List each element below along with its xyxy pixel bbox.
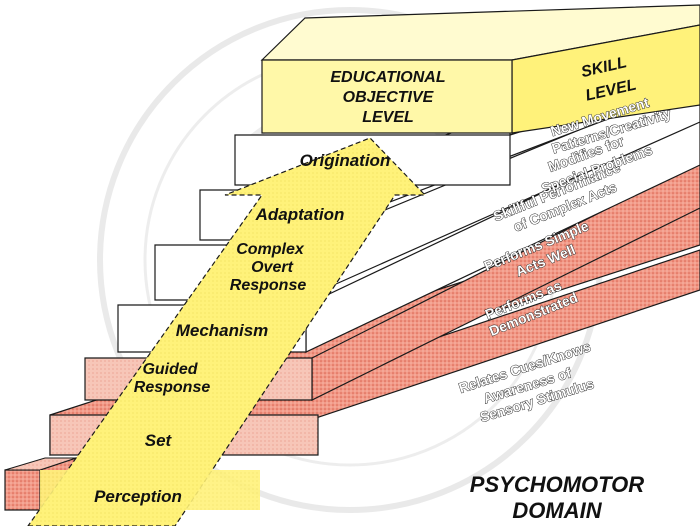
level-mechanism-label: Mechanism xyxy=(176,321,269,340)
objective-level-line1: EDUCATIONAL xyxy=(330,69,445,86)
level-complex-overt-label-2: Overt xyxy=(251,259,293,276)
objective-level-line3: LEVEL xyxy=(362,109,414,126)
arrow-band xyxy=(40,470,260,510)
level-guided-response-label-2: Response xyxy=(134,379,211,396)
objective-level-line2: OBJECTIVE xyxy=(343,89,435,106)
level-complex-overt-label-1: Complex xyxy=(236,241,305,258)
level-perception-label: Perception xyxy=(94,487,182,506)
progression-arrow xyxy=(27,137,427,526)
level-origination-label: Origination xyxy=(300,151,391,170)
domain-title-line1: PSYCHOMOTOR xyxy=(470,472,645,497)
level-guided-response-label-1: Guided xyxy=(142,361,198,378)
level-complex-overt-label-3: Response xyxy=(230,277,307,294)
level-set-label: Set xyxy=(145,431,173,450)
domain-title-line2: DOMAIN xyxy=(512,498,602,523)
level-adaptation-label: Adaptation xyxy=(255,205,345,224)
top-box xyxy=(260,4,700,134)
